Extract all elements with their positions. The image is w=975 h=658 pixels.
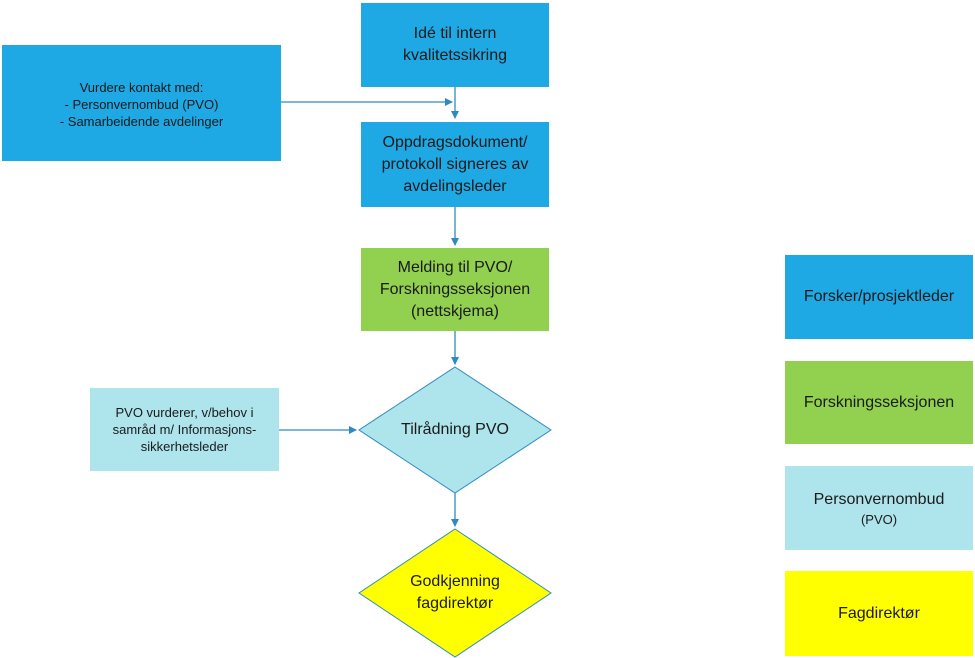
legend-pvo-label: Personvernombud	[813, 490, 945, 508]
contact-note-text: Vurdere kontakt med: - Personvernombud (…	[59, 79, 224, 129]
legend-pvo: Personvernombud (PVO)	[785, 466, 973, 550]
approval-label: Godkjenning fagdirektør	[410, 573, 500, 612]
notification-text: Melding til PVO/ Forskningsseksjonen (ne…	[379, 258, 531, 320]
legend-research-section: Forskningsseksjonen	[785, 361, 973, 444]
legend-director: Fagdirektør	[785, 571, 973, 656]
legend-director-label: Fagdirektør	[838, 604, 920, 622]
legend-researcher: Forsker/prosjektleder	[785, 255, 973, 339]
pvo-note-text: PVO vurderer, v/behov i samråd m/ Inform…	[112, 405, 257, 454]
idea-box: Idé til intern kvalitetssikring	[361, 3, 549, 87]
recommendation-diamond	[358, 366, 552, 494]
assignment-box: Oppdragsdokument/ protokoll signeres av …	[361, 122, 549, 207]
approval-diamond	[358, 528, 552, 658]
legend-researcher-label: Forsker/prosjektleder	[803, 288, 955, 305]
idea-text: Idé til intern kvalitetssikring	[402, 25, 508, 64]
recommendation-label: Tilrådning PVO	[401, 421, 509, 438]
pvo-note-box: PVO vurderer, v/behov i samråd m/ Inform…	[90, 388, 279, 471]
assignment-text: Oppdragsdokument/ protokoll signeres av …	[381, 133, 529, 195]
legend-research-section-label: Forskningsseksjonen	[803, 393, 955, 411]
legend-pvo-abbr: (PVO)	[860, 511, 898, 527]
contact-note-box: Vurdere kontakt med: - Personvernombud (…	[2, 45, 281, 161]
notification-box: Melding til PVO/ Forskningsseksjonen (ne…	[361, 248, 549, 331]
